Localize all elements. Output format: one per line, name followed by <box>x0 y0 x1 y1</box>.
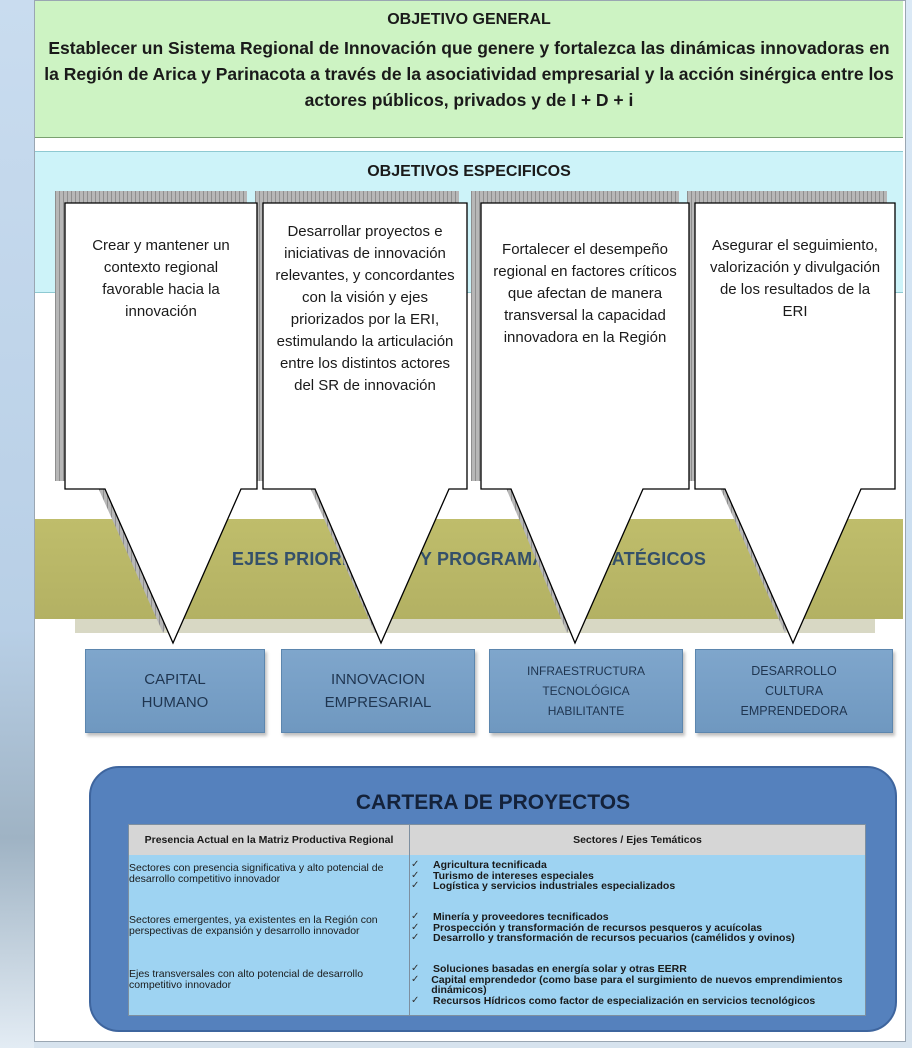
table-row-item: ✓ Capital emprendedor (como base para el … <box>411 973 863 996</box>
objetivo-especifico-4: Asegurar el seguimiento, valorización y … <box>709 237 881 320</box>
table-row-item: ✓ Logística y servicios industriales espe… <box>411 880 863 892</box>
check-icon: ✓ <box>411 963 420 974</box>
cartera-title: CARTERA DE PROYECTOS <box>355 791 631 814</box>
objetivo-especifico-3: Fortalecer el desempeño regional en fact… <box>493 241 677 346</box>
objetivo-especifico-2: Desarrollar proyectos e iniciativas de i… <box>275 223 455 394</box>
sector-text: Capital emprendedor (como base para el s… <box>431 973 843 996</box>
table-row-item: ✓ Soluciones basadas en energía solar y o… <box>411 963 863 975</box>
program-label: DESARROLLO CULTURA EMPRENDEDORA <box>740 664 848 718</box>
sector-text: Minería y proveedores tecnificados <box>433 911 609 923</box>
program-label: INNOVACION EMPRESARIAL <box>324 671 432 711</box>
check-icon: ✓ <box>411 859 420 870</box>
row-3-label: Ejes transversales con alto potencial de… <box>129 968 364 991</box>
sector-text: Logística y servicios industriales espec… <box>433 880 676 892</box>
sector-text: Agricultura tecnificada <box>433 859 547 871</box>
sector-text: Prospección y transformación de recursos… <box>433 921 763 934</box>
check-icon: ✓ <box>411 994 420 1006</box>
table-row-item: ✓ Agricultura tecnificada <box>411 859 863 871</box>
row-2-items: ✓ Minería y proveedores tecnificados ✓ Pro… <box>411 911 863 944</box>
check-icon: ✓ <box>411 973 420 985</box>
check-icon: ✓ <box>411 911 420 922</box>
program-infraestructura-tecnologica: INFRAESTRUCTURA TECNOLÓGICA HABILITANTE <box>489 649 683 733</box>
arrow-objetivo-1 <box>64 202 258 645</box>
objetivo-general-panel: OBJETIVO GENERAL Establecer un Sistema R… <box>35 1 903 138</box>
program-label: INFRAESTRUCTURA TECNOLÓGICA HABILITANTE <box>526 664 645 718</box>
projects-table: Presencia Actual en la Matriz Productiva… <box>128 824 866 1016</box>
sector-text: Recursos Hídricos como factor de especia… <box>433 994 816 1007</box>
arrow-objetivo-2 <box>262 202 468 645</box>
table-row-item: ✓ Desarrollo y transformación de recursos… <box>411 932 863 944</box>
program-innovacion-empresarial: INNOVACION EMPRESARIAL <box>281 649 475 733</box>
row-3-items: ✓ Soluciones basadas en energía solar y o… <box>411 963 863 1007</box>
sector-text: Desarrollo y transformación de recursos … <box>433 932 795 944</box>
table-row-item: ✓ Minería y proveedores tecnificados <box>411 911 863 923</box>
program-capital-humano: CAPITAL HUMANO <box>85 649 265 733</box>
table-row-item: ✓ Turismo de intereses especiales <box>411 869 863 882</box>
background-strip <box>0 0 34 1048</box>
objetivo-especifico-1: Crear y mantener un contexto regional fa… <box>92 237 230 320</box>
table-row-item: ✓ Recursos Hídricos como factor de especi… <box>411 994 863 1007</box>
arrow-objetivo-4 <box>694 202 896 645</box>
row-1-items: ✓ Agricultura tecnificada ✓ Turismo de int… <box>411 859 863 892</box>
objetivos-especificos-title: OBJETIVOS ESPECIFICOS <box>367 163 571 180</box>
check-icon: ✓ <box>411 869 420 881</box>
table-header-presencia: Presencia Actual en la Matriz Productiva… <box>129 825 410 855</box>
sector-text: Soluciones basadas en energía solar y ot… <box>433 963 687 975</box>
arrow-objetivo-3 <box>480 202 690 645</box>
row-1-label: Sectores con presencia significativa y a… <box>129 862 384 885</box>
program-label: CAPITAL HUMANO <box>141 671 209 711</box>
sector-text: Turismo de intereses especiales <box>433 869 594 882</box>
ejes-band-shadow <box>75 619 875 633</box>
objective-arrows <box>55 191 896 645</box>
table-header-sectores: Sectores / Ejes Temáticos <box>410 825 865 855</box>
diagram-page: OBJETIVO GENERAL Establecer un Sistema R… <box>34 0 906 1042</box>
program-desarrollo-cultura: DESARROLLO CULTURA EMPRENDEDORA <box>695 649 893 733</box>
cartera-de-proyectos-panel: CARTERA DE PROYECTOS Presencia Actual en… <box>89 766 897 1032</box>
table-row-item: ✓ Prospección y transformación de recurso… <box>411 921 863 934</box>
row-2-label: Sectores emergentes, ya existentes en la… <box>129 914 378 937</box>
table-divider <box>409 855 410 1015</box>
check-icon: ✓ <box>411 921 420 933</box>
check-icon: ✓ <box>411 880 420 891</box>
objetivo-general-text: Establecer un Sistema Regional de Innova… <box>44 38 894 110</box>
check-icon: ✓ <box>411 932 420 943</box>
objetivo-general-title: OBJETIVO GENERAL <box>387 11 551 28</box>
